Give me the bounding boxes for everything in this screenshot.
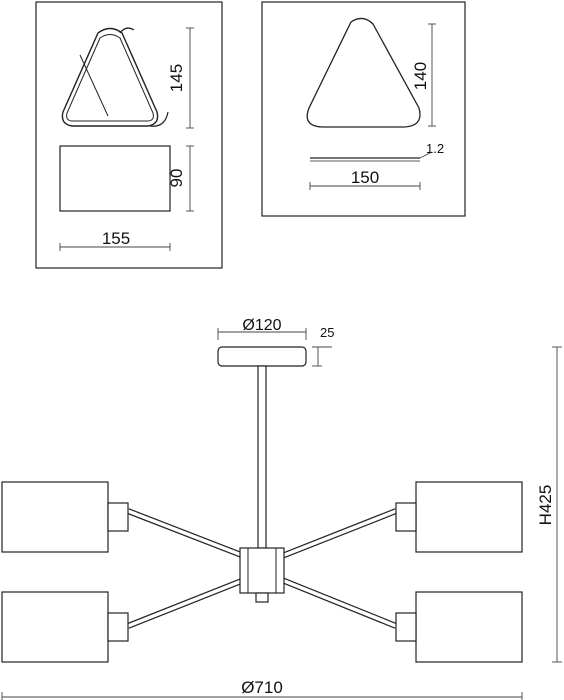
dim-canopy-diameter: Ø120 xyxy=(217,317,307,340)
arms xyxy=(126,508,398,629)
box-height-label: 90 xyxy=(167,169,186,188)
dim-plate-width: 150 xyxy=(309,168,421,190)
wire-shade-drawing xyxy=(61,27,169,127)
shade-height-label: 145 xyxy=(167,64,186,92)
plate-height-label: 140 xyxy=(411,62,430,90)
dim-canopy-height: 25 xyxy=(312,325,334,367)
panel-frame-left xyxy=(35,1,223,269)
dim-total-height: H425 xyxy=(536,346,562,663)
center-hub xyxy=(239,547,285,594)
plate-width-label: 150 xyxy=(351,168,379,187)
shade-bottom-right xyxy=(395,591,523,663)
plate-thickness-label: 1.2 xyxy=(426,141,444,156)
dim-box-height: 90 xyxy=(167,145,194,212)
dim-left-width: 155 xyxy=(59,229,171,251)
fixture-elevation: Ø120 25 xyxy=(1,317,562,700)
stem xyxy=(257,365,267,549)
plate-drawing xyxy=(306,17,421,128)
box-drawing xyxy=(59,145,171,212)
dim-total-diameter: Ø710 xyxy=(1,678,523,700)
canopy xyxy=(217,346,307,367)
total-height-label: H425 xyxy=(536,485,555,526)
dim-shade-height: 145 xyxy=(167,27,194,129)
hub-finial xyxy=(255,592,269,603)
canopy-diameter-label: Ø120 xyxy=(242,317,281,334)
left-width-label: 155 xyxy=(102,229,130,248)
shade-bottom-left xyxy=(1,591,129,663)
total-diameter-label: Ø710 xyxy=(241,678,283,697)
panel-frame-right xyxy=(261,1,466,217)
dim-plate-height: 140 xyxy=(411,23,436,127)
shade-top-right xyxy=(395,481,523,553)
shade-top-left xyxy=(1,481,129,553)
detail-panel-left: 145 90 155 xyxy=(35,1,223,269)
detail-panel-right: 140 1.2 150 xyxy=(261,1,466,217)
canopy-height-label: 25 xyxy=(320,325,334,340)
